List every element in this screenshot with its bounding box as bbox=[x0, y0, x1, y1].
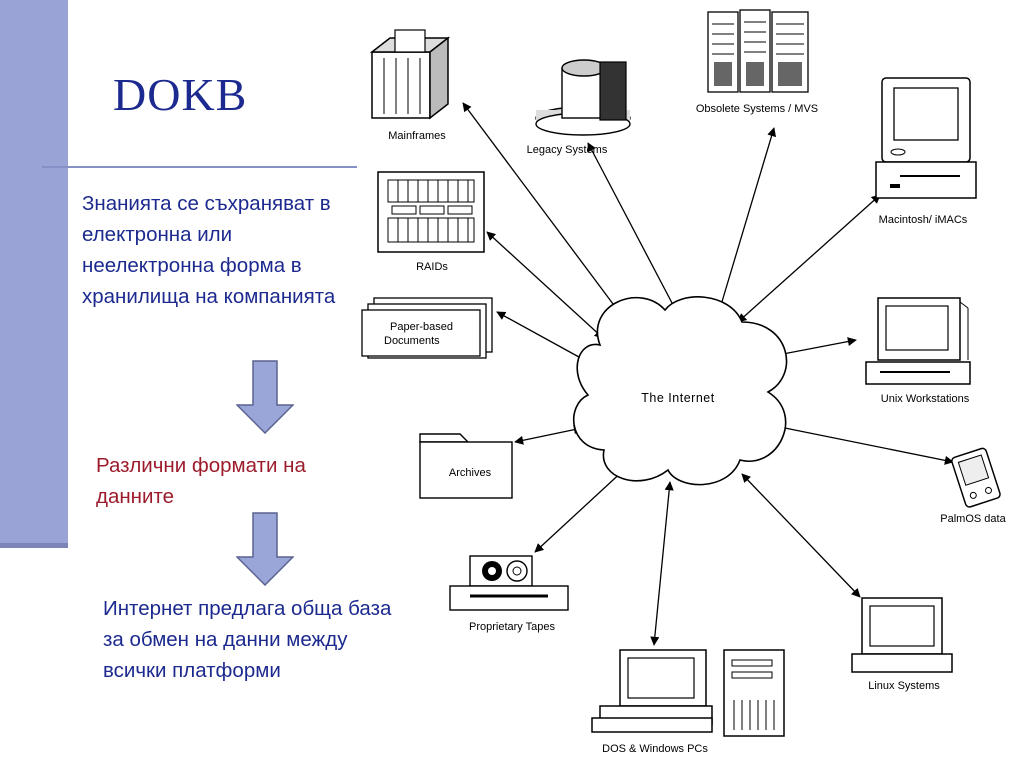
internet-cloud-icon bbox=[573, 296, 788, 486]
link-obsolete bbox=[715, 127, 777, 316]
link-legacy bbox=[587, 142, 683, 323]
down-arrow-icon bbox=[236, 360, 294, 434]
tape-drive-icon bbox=[449, 555, 569, 611]
link-linux bbox=[741, 473, 861, 598]
raids-label: RAIDs bbox=[416, 261, 448, 273]
down-arrow-icon bbox=[236, 512, 294, 586]
raid-storage-icon bbox=[377, 171, 485, 253]
link-raids bbox=[486, 231, 604, 339]
accent-side-bar bbox=[0, 0, 68, 547]
archives-label: Archives bbox=[449, 467, 492, 479]
internet-label: The Internet bbox=[641, 391, 714, 405]
obsolete-label: Obsolete Systems / MVS bbox=[696, 103, 818, 115]
paragraph-formats: Различни формати на данните bbox=[96, 454, 306, 508]
link-palmos bbox=[769, 422, 954, 465]
dos-label: DOS & Windows PCs bbox=[602, 743, 708, 755]
link-archives bbox=[514, 425, 583, 445]
linux-label: Linux Systems bbox=[868, 680, 940, 692]
legacy-label: Legacy Systems bbox=[527, 144, 608, 156]
palmos-label: PalmOS data bbox=[940, 513, 1006, 525]
legacy-system-icon bbox=[535, 59, 631, 136]
paper-label-line2: Documents bbox=[384, 335, 440, 347]
paragraph-storage: Знанията се съхраняват в електронна или … bbox=[82, 192, 336, 308]
link-tapes bbox=[534, 467, 627, 553]
accent-bar-shadow bbox=[0, 543, 68, 548]
mainframe-icon bbox=[369, 29, 451, 120]
tapes-label: Proprietary Tapes bbox=[469, 621, 556, 633]
slide-title: DOKB bbox=[113, 69, 248, 120]
macintosh-icon bbox=[875, 77, 977, 199]
link-dos bbox=[650, 481, 674, 646]
paper-label-line1: Paper-based bbox=[390, 321, 453, 333]
unix-workstation-icon bbox=[865, 297, 971, 385]
paper-documents-icon bbox=[361, 297, 493, 359]
mainframes-label: Mainframes bbox=[388, 130, 446, 142]
title-divider bbox=[42, 166, 357, 168]
macintosh-label: Macintosh/ iMACs bbox=[879, 214, 968, 226]
pc-desktop-icon bbox=[591, 649, 785, 737]
palm-device-icon bbox=[951, 447, 1001, 508]
archive-folder-icon bbox=[419, 433, 513, 499]
server-rack-icon bbox=[707, 9, 809, 93]
link-macintosh bbox=[737, 194, 881, 323]
unix-label: Unix Workstations bbox=[881, 393, 970, 405]
link-mainframes bbox=[462, 102, 626, 321]
linux-workstation-icon bbox=[851, 597, 953, 673]
paragraph-internet: Интернет предлага обща база за обмен на … bbox=[103, 597, 392, 682]
link-paper bbox=[496, 311, 589, 363]
